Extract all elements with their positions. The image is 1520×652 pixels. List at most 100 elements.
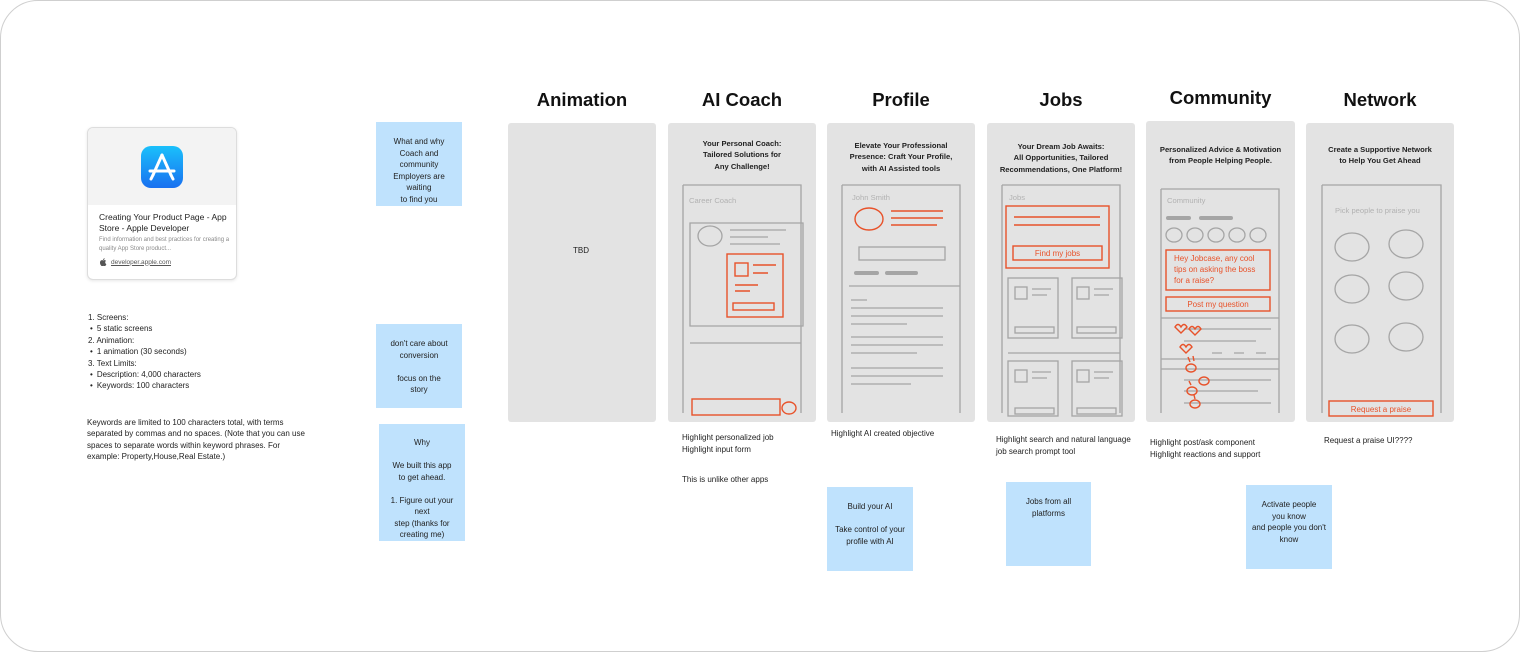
card-url[interactable]: developer.apple.com	[111, 258, 171, 266]
phone-sketch	[1001, 184, 1123, 417]
ai-coach-note: This is unlike other apps	[682, 475, 769, 484]
sticky-line: focus on the	[397, 373, 441, 383]
title-line: Your Personal Coach:	[702, 139, 782, 148]
screen-title: Your Personal Coach: Tailored Solutions …	[668, 138, 816, 172]
caption-line: Highlight input form	[682, 445, 751, 455]
title-line: from People Helping People.	[1169, 156, 1272, 166]
column-heading-network: Network	[1343, 89, 1417, 110]
screen-title: Create a Supportive Network to Help You …	[1306, 144, 1454, 167]
post-my-question-button[interactable]: Post my question	[1187, 300, 1249, 309]
sticky-line: 1. Figure out your next	[390, 495, 454, 517]
sticky-note-activate[interactable]: Activate people you know and people you …	[1246, 485, 1332, 569]
title-line: Create a Supportive Network	[1328, 145, 1432, 154]
sticky-line: you know	[1272, 511, 1306, 521]
sticky-line: conversion	[399, 350, 439, 360]
question-line: for a raise?	[1174, 276, 1215, 285]
screen-title: Your Dream Job Awaits: All Opportunities…	[987, 141, 1135, 175]
sticky-line: Build your AI	[847, 502, 893, 511]
title-line: Tailored Solutions for	[703, 150, 781, 160]
requirement-heading: 1. Screens:	[88, 313, 129, 322]
title-line: All Opportunities, Tailored	[1013, 153, 1109, 163]
column-heading-animation: Animation	[536, 89, 628, 110]
apple-icon	[99, 258, 107, 266]
column-heading-profile: Profile	[872, 89, 930, 110]
sticky-line: to find you	[400, 194, 438, 204]
sticky-note-jobs-platforms[interactable]: Jobs from all platforms	[1006, 482, 1091, 566]
title-line: Your Dream Job Awaits:	[1017, 142, 1105, 151]
screen-placeholder: Career Coach	[689, 196, 737, 205]
sticky-line	[831, 513, 909, 525]
link-preview-card[interactable]: Creating Your Product Page - App Store -…	[87, 127, 237, 280]
sticky-note-why[interactable]: Why We built this app to get ahead. 1. F…	[379, 424, 465, 541]
sticky-line	[383, 483, 461, 495]
ai-coach-screen[interactable]: Your Personal Coach: Tailored Solutions …	[668, 123, 816, 422]
sticky-line: Employers are waiting	[393, 171, 445, 193]
animation-screen[interactable]: TBD	[508, 123, 656, 422]
title-line: Recommendations, One Platform!	[999, 164, 1123, 174]
screen-placeholder: Pick people to praise you	[1335, 206, 1420, 215]
app-store-icon	[141, 146, 183, 188]
sticky-line: to get ahead.	[398, 472, 446, 482]
sticky-line: and people you don't	[1251, 523, 1327, 532]
title-line: Personalized Advice & Motivation	[1159, 145, 1282, 154]
requirement-detail: Keywords: 100 characters	[88, 380, 318, 391]
title-line: to Help You Get Ahead	[1339, 156, 1421, 166]
caption-line: Highlight post/ask component	[1150, 438, 1255, 447]
requirement-heading: 2. Animation:	[88, 335, 135, 345]
title-line: Presence: Craft Your Profile,	[849, 152, 953, 162]
jobs-caption: Highlight search and natural language jo…	[996, 434, 1141, 458]
phone-sketch	[1321, 184, 1442, 417]
card-title[interactable]: Creating Your Product Page - App Store -…	[99, 212, 227, 233]
keywords-note: Keywords are limited to 100 characters t…	[87, 418, 305, 462]
community-caption: Highlight post/ask component Highlight r…	[1150, 437, 1295, 461]
sticky-line: story	[410, 385, 428, 394]
jobs-screen[interactable]: Your Dream Job Awaits: All Opportunities…	[987, 123, 1135, 422]
community-question-text: Hey Jobcase, any cool tips on asking the…	[1174, 253, 1268, 286]
sticky-line: Why	[414, 438, 430, 447]
profile-caption: Highlight AI created objective	[831, 429, 935, 438]
requirements-list: 1. Screens: 5 static screens 2. Animatio…	[88, 312, 318, 392]
tbd-label: TBD	[573, 246, 589, 255]
title-line: Elevate Your Professional	[854, 141, 948, 150]
ai-coach-caption: Highlight personalized job Highlight inp…	[682, 432, 822, 456]
sticky-line: know	[1279, 534, 1299, 544]
question-line: tips on asking the boss	[1174, 265, 1256, 274]
find-my-jobs-button[interactable]: Find my jobs	[1034, 249, 1081, 258]
sticky-line: Activate people	[1261, 500, 1317, 509]
sticky-note-build-ai[interactable]: Build your AI Take control of your profi…	[827, 487, 913, 571]
title-line: with AI Assisted tools	[861, 163, 941, 173]
request-praise-button[interactable]: Request a praise	[1350, 405, 1412, 414]
network-screen[interactable]: Create a Supportive Network to Help You …	[1306, 123, 1454, 422]
screen-placeholder: Community	[1167, 196, 1206, 205]
column-heading-community: Community	[1169, 87, 1272, 108]
screen-title: Personalized Advice & Motivation from Pe…	[1146, 144, 1295, 167]
card-link[interactable]: developer.apple.com	[99, 258, 171, 266]
sticky-line	[380, 361, 458, 373]
caption-line: Highlight reactions and support	[1150, 450, 1261, 460]
question-line: Hey Jobcase, any cool	[1174, 254, 1255, 263]
profile-name-placeholder: John Smith	[852, 193, 890, 202]
card-description: Find information and best practices for …	[99, 237, 230, 252]
sticky-line: Take control of your	[835, 525, 905, 534]
caption-line: Highlight personalized job	[682, 433, 774, 442]
sticky-line: Coach and community	[399, 148, 439, 170]
phone-sketch	[841, 184, 961, 413]
requirement-detail: 5 static screens	[88, 323, 318, 334]
sticky-line: step (thanks for	[394, 518, 450, 528]
sticky-line: We built this app	[392, 461, 452, 470]
column-heading-ai-coach: AI Coach	[701, 89, 783, 110]
sticky-line	[383, 449, 461, 461]
sticky-line: creating me)	[399, 530, 445, 539]
caption-line: Highlight search and natural language	[996, 435, 1131, 444]
sticky-line: don't care about	[390, 339, 448, 348]
sticky-note-conversion[interactable]: don't care about conversion focus on the…	[376, 324, 462, 408]
sticky-line: What and why	[393, 137, 445, 146]
phone-sketch	[682, 184, 804, 416]
screen-placeholder: Jobs	[1009, 193, 1026, 202]
profile-screen[interactable]: Elevate Your Professional Presence: Craf…	[827, 123, 975, 422]
community-screen[interactable]: Personalized Advice & Motivation from Pe…	[1146, 121, 1295, 422]
sticky-note-what-why[interactable]: What and why Coach and community Employe…	[376, 122, 462, 206]
sticky-line: profile with AI	[846, 536, 894, 546]
requirement-detail: Description: 4,000 characters	[88, 369, 318, 380]
